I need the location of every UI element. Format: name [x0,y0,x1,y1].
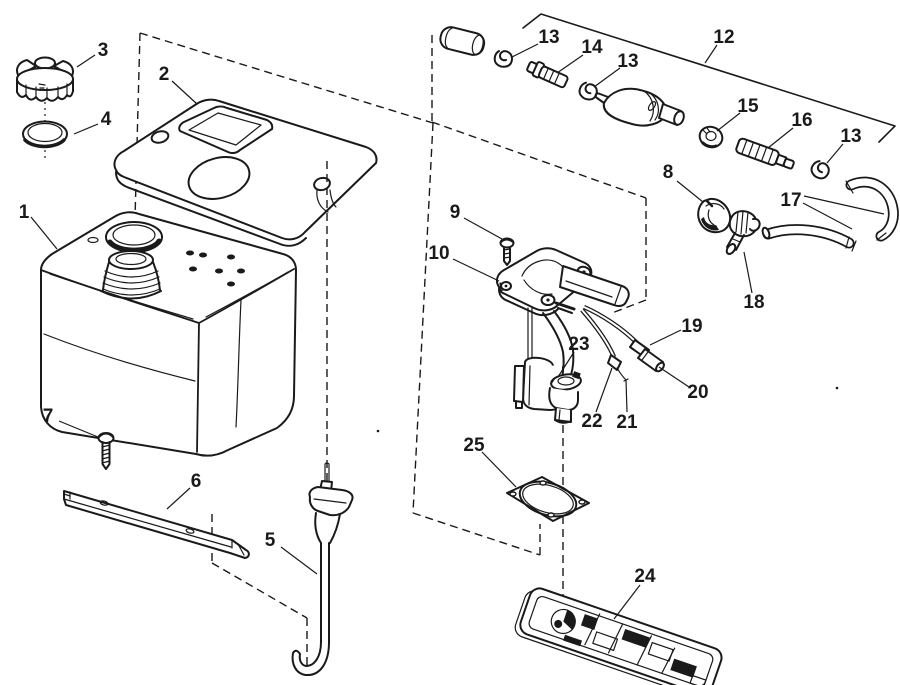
callout-10: 10 [428,243,449,264]
callout-18: 18 [743,292,764,313]
hose-clamp [697,197,732,234]
callout-12-leader [704,44,718,64]
callout-labels: 1 2 3 4 5 6 7 8 9 10 12 13 14 13 15 16 1… [19,27,862,587]
level-sensor [291,462,354,677]
primer-bulb [594,87,685,127]
callout-12: 12 [713,27,734,48]
callout-4: 4 [101,109,112,130]
callout-19-leader [649,329,682,346]
callout-2-leader [171,80,198,105]
mounting-bracket [63,490,250,559]
print-speck [835,386,839,390]
cover-left-hole [150,130,170,144]
oil-tank [40,211,297,457]
callout-leaders [30,43,885,620]
callout-5-leader [280,546,318,575]
cap-gasket [22,120,68,149]
callout-1: 1 [19,202,30,223]
wire-lead [583,304,665,373]
filler-cap [16,56,74,102]
callout-16: 16 [791,110,812,131]
callout-13a-leader [511,43,539,58]
flange-gasket [506,476,590,522]
filler-neck [100,250,162,300]
callout-6-leader [166,487,191,510]
callout-15-leader [716,112,741,132]
callout-14-leader [556,54,584,74]
callout-22-leader [595,367,613,413]
tank-top-holes [186,250,245,287]
clip-a [493,50,513,68]
callout-1-leader [30,216,58,250]
callout-24-leader [613,584,641,620]
callout-4-leader [73,123,99,135]
tank-cover [113,98,378,247]
terminal-tip [616,367,629,382]
fitting-a [526,60,569,89]
sensor-wire [580,308,629,382]
pump-screw [499,237,515,266]
callout-5: 5 [265,530,276,551]
callout-17: 17 [780,190,801,211]
filler-opening-ring [105,221,163,253]
callout-7-leader [58,420,99,438]
callout-20: 20 [687,382,708,403]
clip-b [576,80,600,103]
callout-6: 6 [191,471,202,492]
cover-center-hole [187,156,251,200]
cover-strap [316,189,337,213]
print-speck [376,429,380,433]
cap-text-marks [38,83,46,89]
callout-24: 24 [634,566,656,587]
bracket-screw [97,432,115,470]
tank-boss [87,236,99,244]
callout-21: 21 [616,412,638,433]
tube-clamp [550,371,582,391]
inline-fitting [735,137,795,170]
callout-25: 25 [463,435,485,456]
elbow-fitting [725,210,761,255]
callout-9: 9 [450,202,461,223]
construction-lines [44,13,896,667]
callout-19: 19 [681,316,702,337]
callout-9-leader [463,217,503,240]
callout-3-leader [76,54,96,68]
grommet [698,125,724,149]
callout-18-leader [743,251,753,294]
callout-23-leader [557,351,575,378]
callout-20-leader [658,366,690,388]
callout-22: 22 [581,411,602,432]
callout-3: 3 [98,40,109,61]
decal-plate [514,587,723,685]
callout-23: 23 [568,334,589,355]
kit-sleeve [439,26,486,56]
callout-15: 15 [737,96,759,117]
callout-8-leader [676,180,704,203]
pump-assembly [495,247,630,424]
callout-13a: 13 [538,27,559,48]
callout-16-leader [767,127,794,149]
callout-25-leader [481,451,517,488]
cover-right-hole [313,176,331,192]
callout-13b-leader [593,67,621,88]
callout-13b: 13 [617,51,638,72]
callout-13c: 13 [840,126,861,147]
callout-7: 7 [43,406,54,427]
callout-13c-leader [826,143,844,164]
callout-10-leader [452,258,500,282]
cover-recess [178,105,274,155]
hoses [761,176,899,252]
kit-bracket-line [522,13,896,143]
callout-14: 14 [581,37,603,58]
callout-21-leader [625,379,628,413]
callout-17-leader [802,195,885,230]
callout-8: 8 [663,162,674,183]
callout-2: 2 [159,64,170,85]
